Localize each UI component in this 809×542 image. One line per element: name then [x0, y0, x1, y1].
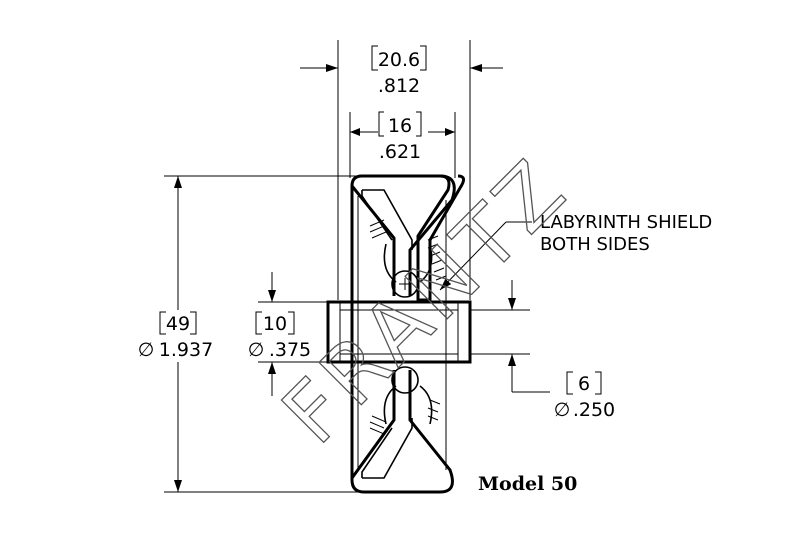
dim-ball-diameter: 6 ∅ .250: [470, 280, 615, 421]
ball-lower: [391, 366, 419, 394]
overall-width-imperial: .812: [378, 75, 420, 97]
ball-upper: [391, 270, 419, 298]
bore-diameter-imperial: .375: [269, 339, 311, 361]
outer-diameter-metric: 49: [166, 313, 190, 335]
dim-outer-diameter: 49 ∅ 1.937: [138, 175, 362, 493]
bore-diameter-symbol: ∅: [248, 339, 265, 361]
dim-overall-width: 20.6 .812: [300, 40, 503, 300]
wheel-section: [326, 174, 472, 494]
watermark: FRANTZ: [265, 140, 587, 462]
overall-width-metric: 20.6: [378, 49, 420, 71]
outer-diameter-imperial: 1.937: [159, 339, 213, 361]
callout-line-1: LABYRINTH SHIELD: [540, 212, 712, 233]
inner-width-imperial: .621: [379, 141, 421, 163]
ball-diameter-imperial: .250: [573, 399, 615, 421]
bore-diameter-metric: 10: [263, 313, 287, 335]
outer-diameter-symbol: ∅: [138, 339, 155, 361]
callout-line-2: BOTH SIDES: [540, 234, 650, 255]
axle-bore: [326, 300, 472, 364]
model-label: Model 50: [478, 473, 577, 495]
ball-diameter-symbol: ∅: [554, 399, 571, 421]
ball-diameter-metric: 6: [578, 373, 590, 395]
dim-bore-diameter: 10 ∅ .375: [248, 272, 328, 396]
callout-labyrinth-shield: LABYRINTH SHIELD BOTH SIDES: [439, 212, 712, 291]
inner-width-metric: 16: [388, 115, 412, 137]
dim-inner-width: 16 .621: [349, 111, 456, 178]
